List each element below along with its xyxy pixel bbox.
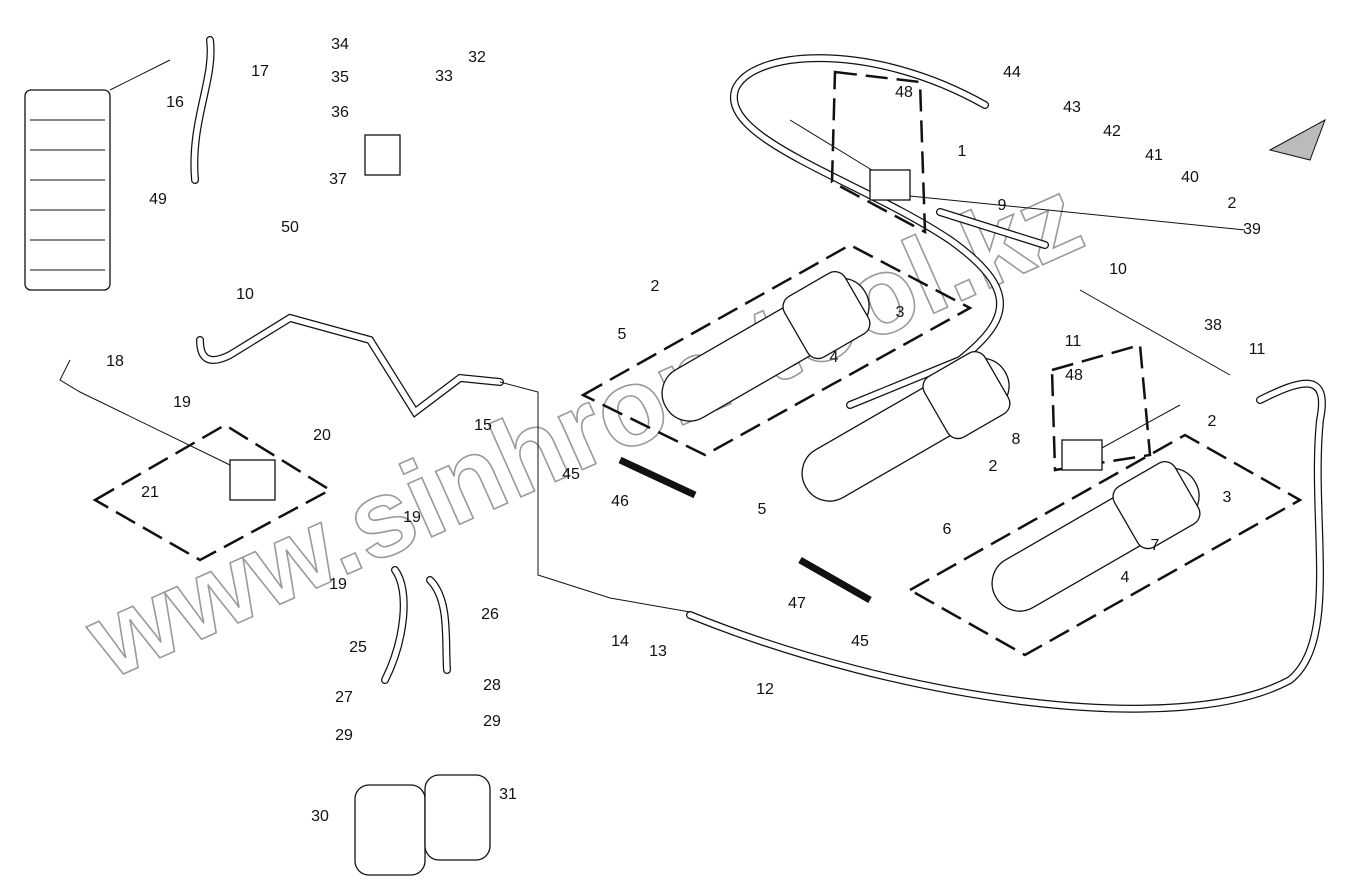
callout-46: 46 bbox=[611, 493, 629, 510]
callout-38: 38 bbox=[1204, 317, 1222, 334]
callout-11: 11 bbox=[1065, 333, 1082, 350]
callout-31: 31 bbox=[499, 786, 517, 803]
callout-15: 15 bbox=[474, 417, 492, 434]
callout-7: 7 bbox=[1151, 537, 1160, 554]
callout-20: 20 bbox=[313, 427, 331, 444]
callout-5: 5 bbox=[758, 501, 767, 518]
callout-10: 10 bbox=[236, 286, 254, 303]
callout-37: 37 bbox=[329, 171, 347, 188]
callout-2: 2 bbox=[989, 458, 998, 475]
callout-1: 1 bbox=[958, 143, 967, 160]
callout-45: 45 bbox=[851, 633, 869, 650]
callout-2: 2 bbox=[1228, 195, 1237, 212]
callout-17: 17 bbox=[251, 63, 269, 80]
hoses bbox=[59, 36, 1326, 713]
callout-16: 16 bbox=[166, 94, 184, 111]
callout-3: 3 bbox=[896, 304, 905, 321]
callout-9: 9 bbox=[998, 197, 1007, 214]
components bbox=[24, 89, 1326, 876]
callout-11: 11 bbox=[1249, 341, 1266, 358]
callout-6: 6 bbox=[943, 521, 952, 538]
callout-29: 29 bbox=[483, 713, 501, 730]
callout-43: 43 bbox=[1063, 99, 1081, 116]
callout-14: 14 bbox=[611, 633, 629, 650]
callout-4: 4 bbox=[830, 349, 839, 366]
accumulator-31 bbox=[424, 774, 491, 861]
callout-41: 41 bbox=[1145, 147, 1163, 164]
valve-block-1 bbox=[869, 169, 911, 201]
accumulator-30 bbox=[354, 784, 426, 876]
callout-25: 25 bbox=[349, 639, 367, 656]
callout-29: 29 bbox=[335, 727, 353, 744]
callout-2: 2 bbox=[1208, 413, 1217, 430]
callout-44: 44 bbox=[1003, 64, 1021, 81]
callout-33: 33 bbox=[435, 68, 453, 85]
callout-19: 19 bbox=[329, 576, 347, 593]
callout-8: 8 bbox=[1012, 431, 1021, 448]
callout-13: 13 bbox=[649, 643, 667, 660]
callout-18: 18 bbox=[106, 353, 124, 370]
clamp-37 bbox=[364, 134, 401, 176]
callout-34: 34 bbox=[331, 36, 349, 53]
callout-35: 35 bbox=[331, 69, 349, 86]
direction-arrow-icon bbox=[1268, 118, 1326, 161]
callout-3: 3 bbox=[1223, 489, 1232, 506]
callout-19: 19 bbox=[403, 509, 421, 526]
callout-39: 39 bbox=[1243, 221, 1261, 238]
callout-labels: 3435363732331617495010181920211519192526… bbox=[106, 36, 1265, 825]
callout-27: 27 bbox=[335, 689, 353, 706]
callout-48: 48 bbox=[1065, 367, 1083, 384]
valve-block-8 bbox=[1061, 439, 1103, 471]
callout-4: 4 bbox=[1121, 569, 1130, 586]
callout-26: 26 bbox=[481, 606, 499, 623]
callout-49: 49 bbox=[149, 191, 167, 208]
callout-47: 47 bbox=[788, 595, 806, 612]
callout-12: 12 bbox=[756, 681, 774, 698]
callout-40: 40 bbox=[1181, 169, 1199, 186]
callout-2: 2 bbox=[651, 278, 660, 295]
callout-48: 48 bbox=[895, 84, 913, 101]
callout-36: 36 bbox=[331, 104, 349, 121]
callout-21: 21 bbox=[141, 484, 159, 501]
callout-32: 32 bbox=[468, 49, 486, 66]
valve-block-20 bbox=[229, 459, 276, 501]
callout-5: 5 bbox=[618, 326, 627, 343]
callout-50: 50 bbox=[281, 219, 299, 236]
callout-42: 42 bbox=[1103, 123, 1121, 140]
callout-19: 19 bbox=[173, 394, 191, 411]
callout-10: 10 bbox=[1109, 261, 1127, 278]
callout-30: 30 bbox=[311, 808, 329, 825]
dashed-boxes bbox=[92, 70, 1303, 657]
callout-45: 45 bbox=[562, 466, 580, 483]
callout-28: 28 bbox=[483, 677, 501, 694]
